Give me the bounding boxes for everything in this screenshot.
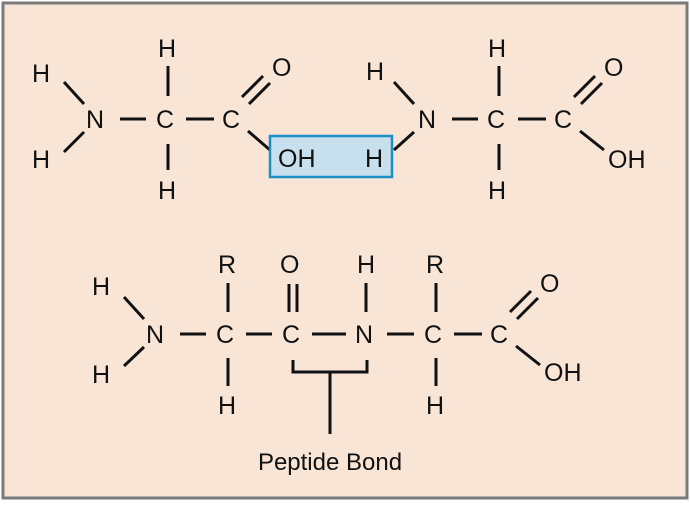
atom-c-carboxyl: C — [554, 106, 572, 134]
atom-c-carboxyl: C — [490, 321, 508, 349]
atom-o: O — [272, 54, 291, 82]
bond-c-o-double-b — [247, 81, 272, 106]
atom-r1: R — [218, 251, 236, 279]
atom-r2: R — [426, 251, 444, 279]
atom-oh-removed: OH — [278, 145, 316, 173]
atom-c-carbonyl: C — [222, 106, 240, 134]
atom-c-alpha1: C — [216, 321, 234, 349]
bond-h-n-top — [122, 295, 146, 321]
atom-n: N — [418, 106, 436, 134]
bond-c-oh — [579, 129, 605, 152]
atom-h-bottom: H — [158, 177, 176, 205]
atom-n-peptide: N — [355, 321, 373, 349]
atom-oh: OH — [544, 359, 582, 387]
bond-c-o-double-a — [572, 74, 597, 99]
atom-h-removed: H — [365, 145, 383, 173]
bond-c-o-double-b — [515, 296, 540, 321]
atom-c-alpha2: C — [424, 321, 442, 349]
atom-h2: H — [426, 392, 444, 420]
bond-h-n-lower — [392, 130, 416, 152]
dipeptide: H H N R C H O C H N R C H C O OH — [92, 251, 582, 420]
atom-h-amine-bottom: H — [92, 361, 110, 389]
atom-n1: N — [146, 321, 164, 349]
atom-h-peptide: H — [357, 251, 375, 279]
dehydration-highlight-box — [268, 134, 394, 179]
bond-c-oh — [515, 344, 541, 367]
amino-acid-1: H H N H C H C O — [32, 35, 291, 205]
atom-h1: H — [218, 392, 236, 420]
atom-oh: OH — [608, 146, 646, 174]
atom-h-amine-bottom: H — [32, 146, 50, 174]
atom-n: N — [86, 106, 104, 134]
atom-o-peptide: O — [280, 251, 299, 279]
atom-h-top: H — [158, 35, 176, 63]
bond-h-n — [392, 80, 416, 106]
bond-c-o-double-a — [508, 289, 533, 314]
atom-c-peptide: C — [282, 321, 300, 349]
atom-h-top: H — [488, 35, 506, 63]
atom-c-alpha: C — [487, 106, 505, 134]
bond-h-n-bottom — [122, 345, 146, 368]
atom-h-bottom: H — [488, 177, 506, 205]
bond-c-o-double-b — [579, 81, 604, 106]
atom-h-amine-top: H — [32, 60, 50, 88]
amino-acid-2: H N H C H C O OH — [366, 35, 646, 205]
atom-o: O — [604, 54, 623, 82]
bond-h-n-top — [62, 80, 86, 106]
peptide-bond-label: Peptide Bond — [258, 449, 402, 476]
bond-c-oh — [247, 129, 271, 152]
atom-o: O — [540, 270, 559, 298]
atom-h-amine-top: H — [92, 273, 110, 301]
bond-c-o-double-a — [240, 74, 265, 99]
bond-h-n-bottom — [62, 130, 86, 154]
atom-c-alpha: C — [156, 106, 174, 134]
atom-h-amine: H — [366, 58, 384, 86]
